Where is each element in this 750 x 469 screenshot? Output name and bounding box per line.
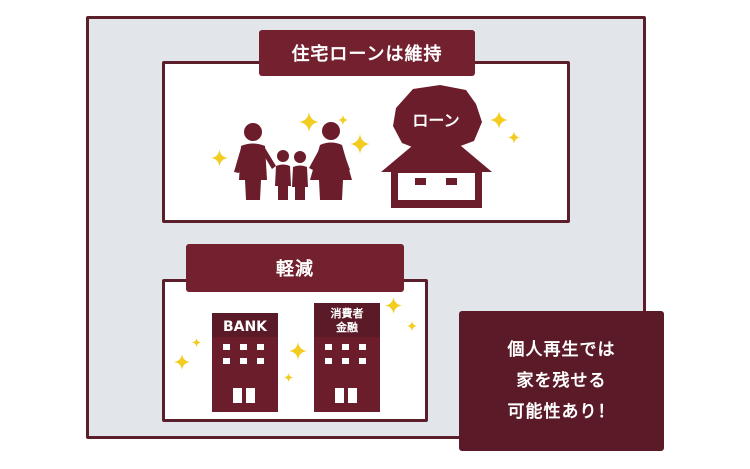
bank-label: BANK xyxy=(223,319,268,335)
result-line-2: 家を残せる xyxy=(516,370,607,391)
result-box: 個人再生では 家を残せる 可能性あり！ xyxy=(459,311,664,451)
family-icon xyxy=(234,122,352,200)
rock-label: ローン xyxy=(412,111,459,130)
bank-building-icon: BANK xyxy=(212,313,278,412)
reduction-label: 軽減 xyxy=(186,244,404,292)
house-icon xyxy=(381,146,492,208)
mortgage-maintained-label: 住宅ローンは維持 xyxy=(259,30,475,76)
result-line-1: 個人再生では xyxy=(507,339,616,360)
rock-icon: ローン xyxy=(393,85,482,150)
finance-label-line1: 消費者 xyxy=(331,306,364,320)
finance-label-line2: 金融 xyxy=(335,320,358,334)
finance-building-icon: 消費者 金融 xyxy=(314,303,380,412)
sparkle-icon xyxy=(174,297,417,382)
result-line-3: 可能性あり！ xyxy=(507,401,616,422)
mortgage-panel xyxy=(162,61,570,223)
